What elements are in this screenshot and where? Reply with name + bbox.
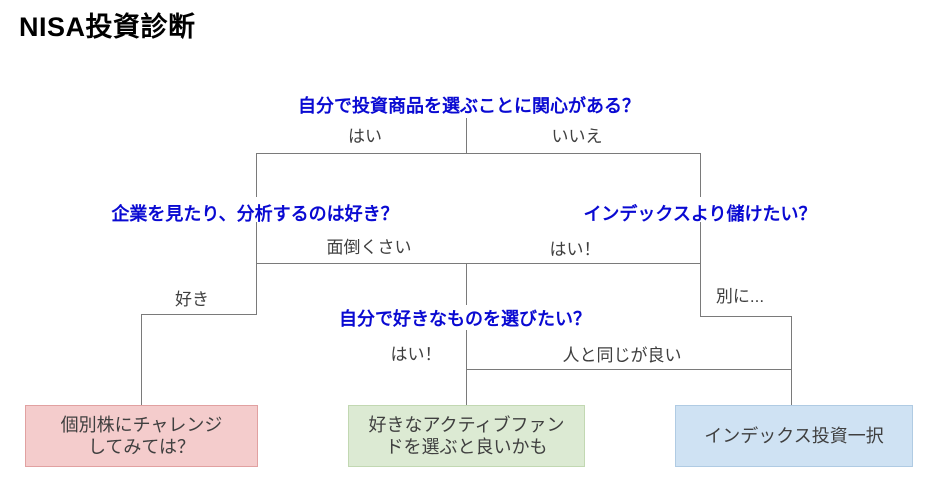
connector-analysis-down (256, 222, 257, 314)
question-beat-index: インデックスより儲けたい？ (583, 204, 817, 224)
connector-to-active-fund-box (466, 330, 467, 405)
connector-to-beat-index-question (700, 153, 701, 197)
connector-beat-index-down (700, 222, 701, 316)
branch-label-beat-index-no: 別に... (715, 287, 765, 306)
branch-label-analysis-bother: 面倒くさい (326, 238, 412, 257)
branch-label-choose-own-same: 人と同じが良い (562, 346, 682, 365)
connector-to-index-box (791, 316, 792, 405)
branch-label-beat-index-yes: はい！ (549, 240, 601, 259)
branch-label-root-yes: はい (348, 127, 382, 146)
branch-label-choose-own-yes: はい！ (390, 345, 442, 364)
result-box-index-fund: インデックス投資一択 (675, 405, 913, 467)
result-box-individual-stocks: 個別株にチャレンジ してみては？ (25, 405, 258, 467)
branch-label-analysis-like: 好き (175, 290, 209, 309)
result-box-active-fund: 好きなアクティブファン ドを選ぶと良いかも (348, 405, 585, 467)
connector-same-as-others-branch (466, 369, 792, 370)
question-choose-own: 自分で好きなものを選びたい？ (339, 309, 591, 329)
connector-merge-line (256, 263, 701, 264)
connector-root-down (466, 118, 467, 153)
connector-to-analysis-question (256, 153, 257, 197)
connector-to-stocks-box (141, 314, 142, 405)
connector-root-split (256, 153, 701, 154)
branch-label-root-no: いいえ (551, 127, 603, 146)
connector-like-branch (141, 314, 257, 315)
connector-not-really-branch (700, 316, 792, 317)
connector-to-choose-own-question (466, 263, 467, 305)
question-root: 自分で投資商品を選ぶことに関心がある？ (298, 96, 640, 116)
question-analysis: 企業を見たり、分析するのは好き？ (111, 204, 399, 224)
page-title: NISA投資診断 (19, 12, 196, 42)
